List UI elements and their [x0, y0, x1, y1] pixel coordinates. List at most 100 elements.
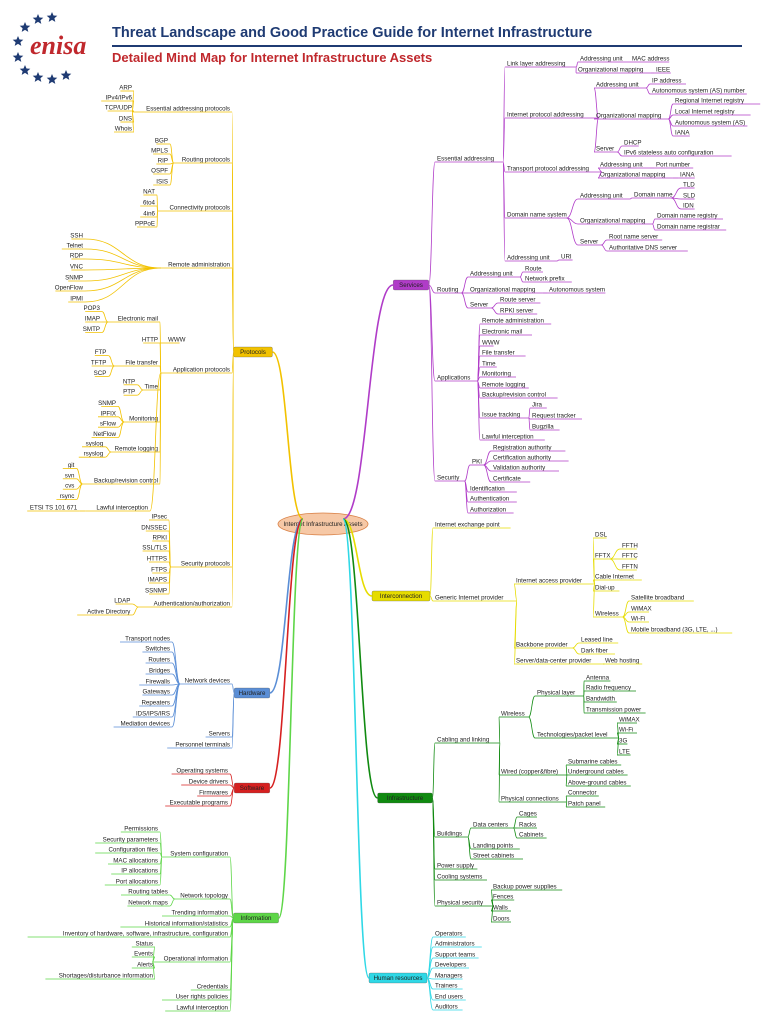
branch-connector [428, 161, 436, 286]
branch-connector [645, 83, 651, 89]
leaf-remote-administration: Remote administration [482, 318, 544, 325]
leaf-connector: Connector [568, 790, 597, 797]
leaf-www: WWW [168, 337, 186, 344]
group-support-teams: Support teams [435, 952, 475, 959]
leaf-ipv6-stateless-auto-configuration: IPv6 stateless auto configuration [624, 150, 714, 157]
subgroup-organizational-mapping: Organizational mapping [580, 218, 646, 225]
leaf-local-internet-registry: Local Internet registry [675, 109, 735, 116]
group-physical-security: Physical security [437, 900, 484, 907]
subgroup-domain-name: Domain name [634, 192, 673, 199]
branch-connector [671, 197, 682, 210]
leaf-ssnmp: SSNMP [145, 588, 167, 595]
leaf-switches: Switches [145, 646, 170, 653]
leaf-snmp: SNMP [98, 400, 116, 407]
leaf-repeaters: Repeaters [141, 700, 170, 707]
subgroup-server: Server [596, 146, 614, 153]
branch-connector [84, 267, 161, 292]
leaf-lte: LTE [619, 749, 630, 756]
branch-connector [169, 894, 175, 900]
group-credentials: Credentials [197, 984, 228, 991]
subgroup-addressing-unit: Addressing unit [600, 162, 643, 169]
group-remote-administration: Remote administration [168, 262, 230, 269]
leaf-dhcp: DHCP [624, 140, 642, 147]
leaf-authoritative-dns-server: Authoritative DNS server [609, 245, 677, 252]
leaf-radio-frequency: Radio frequency [586, 685, 632, 692]
leaf-fences: Fences [493, 894, 513, 901]
branch-connector [131, 111, 135, 133]
branch-connector [132, 603, 139, 608]
subgroup-http: HTTP [142, 337, 158, 344]
leaf-dark-fiber: Dark fiber [581, 648, 608, 655]
leaf-bandwidth: Bandwidth [586, 696, 615, 703]
subgroup-addressing-unit: Addressing unit [580, 56, 623, 63]
category-label-information: Information [241, 915, 273, 922]
branch-connector [159, 856, 163, 886]
branch-connector [168, 566, 171, 595]
branch-connector [342, 518, 373, 597]
branch-connector [502, 161, 506, 262]
branch-connector [105, 451, 112, 458]
branch-connector [519, 271, 524, 278]
group-device-drivers: Device drivers [189, 779, 228, 786]
leaf-etsi-ts-101-671: ETSI TS 101 671 [30, 505, 78, 512]
branch-connector [159, 372, 162, 485]
group-buildings: Buildings [437, 831, 462, 838]
group-internet-exchange-point: Internet exchange point [435, 522, 500, 529]
branch-connector [156, 210, 158, 228]
leaf-dnssec: DNSSEC [141, 525, 167, 532]
branch-connector [117, 421, 125, 438]
subgroup-remote-logging: Remote logging [115, 446, 159, 453]
leaf-wimax: WiMAX [631, 606, 652, 613]
branch-connector [342, 518, 370, 979]
leaf-ptp: PTP [123, 389, 135, 396]
group-operational-information: Operational information [164, 956, 229, 963]
subgroup-transport-protocol-addressing: Transport protocol addressing [507, 166, 590, 173]
leaf-autonomous-system: Autonomous system [549, 287, 605, 294]
leaf-ipv4-ipv6: IPv4/IPv6 [106, 95, 133, 102]
leaf-autonomous-system-as: Autonomous system (AS) [675, 120, 745, 127]
leaf-identification: Identification [470, 486, 505, 493]
logo-wordmark: enisa [30, 31, 86, 60]
leaf-permissions: Permissions [124, 826, 158, 833]
leaf-iana: IANA [680, 172, 695, 179]
leaf-authorization: Authorization [470, 507, 507, 514]
leaf-validation-authority: Validation authority [493, 465, 546, 472]
group-trainers: Trainers [435, 983, 457, 990]
branch-connector [428, 284, 436, 382]
subgroup-technologies-packet-level: Technologies/packet level [537, 732, 608, 739]
branch-connector [513, 827, 518, 839]
leaf-isis: ISIS [156, 179, 168, 186]
leaf-rsync: rsync [60, 493, 75, 500]
leaf-regional-internet-registry: Regional Internet registry [675, 98, 745, 105]
leaf-time: Time [482, 361, 496, 368]
leaf-pop3: POP3 [83, 305, 100, 312]
branch-connector [601, 244, 608, 252]
group-operators: Operators [435, 931, 463, 938]
leaf-configuration-files: Configuration files [108, 847, 158, 854]
branch-connector [105, 446, 112, 453]
leaf-monitoring: Monitoring [482, 371, 511, 378]
subgroup-fftx: FFTX [595, 553, 610, 560]
leaf-domain-name-registry: Domain name registry [657, 213, 718, 220]
subgroup-physical-connections: Physical connections [501, 796, 559, 803]
leaf-ipmi: IPMI [70, 296, 83, 303]
branch-connector [528, 695, 536, 718]
leaf-rpki-server: RPKI server [500, 308, 533, 315]
leaf-svn: svn [65, 472, 75, 479]
branch-connector [572, 647, 580, 655]
leaf-cabinets: Cabinets [519, 832, 543, 839]
subgroup-organizational-mapping: Organizational mapping [578, 67, 644, 74]
branch-connector [491, 302, 499, 309]
category-label-interconnection: Interconnection [380, 593, 423, 600]
branch-connector [101, 311, 109, 323]
subgroup-dsl: DSL [595, 532, 608, 539]
group-inventory-of-hardware-software-infrastructure-configuration: Inventory of hardware, software, infrast… [63, 931, 229, 938]
leaf-events: Events [134, 951, 153, 958]
leaf-web-hosting: Web hosting [605, 658, 640, 665]
branch-connector [566, 217, 579, 246]
branch-connector [528, 716, 536, 739]
leaf-vnc: VNC [70, 264, 84, 271]
leaf-remote-logging: Remote logging [482, 382, 526, 389]
branch-connector [169, 162, 174, 186]
